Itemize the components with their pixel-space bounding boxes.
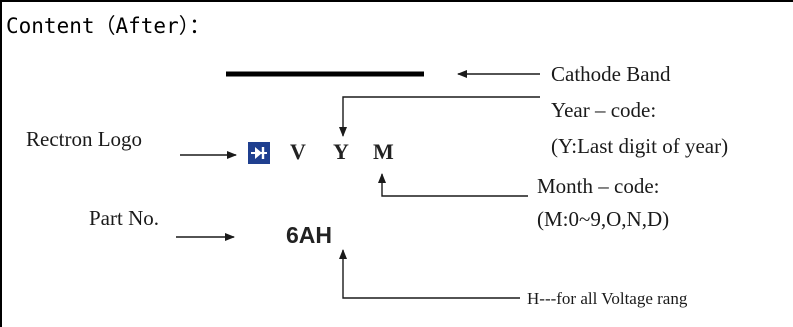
h-leader (339, 249, 520, 299)
year-code-desc: (Y:Last digit of year) (551, 134, 729, 158)
year-code-title: Year – code: (551, 98, 657, 122)
h-note: H---for all Voltage rang (527, 289, 688, 308)
content-heading: Content（After）： (6, 14, 211, 38)
marking-v: V (290, 139, 306, 164)
month-code-desc: (M:0~9,O,N,D) (537, 207, 670, 231)
year-leader (339, 96, 540, 137)
month-leader (378, 173, 528, 197)
part-number: 6AH (286, 222, 333, 248)
diode-logo-icon (248, 142, 270, 164)
rectron-logo-label: Rectron Logo (26, 127, 143, 151)
cathode-band-label: Cathode Band (551, 62, 671, 86)
marking-y: Y (333, 139, 349, 164)
marking-m: M (373, 139, 394, 164)
part-no-label: Part No. (89, 206, 159, 230)
month-code-title: Month – code: (537, 174, 660, 198)
